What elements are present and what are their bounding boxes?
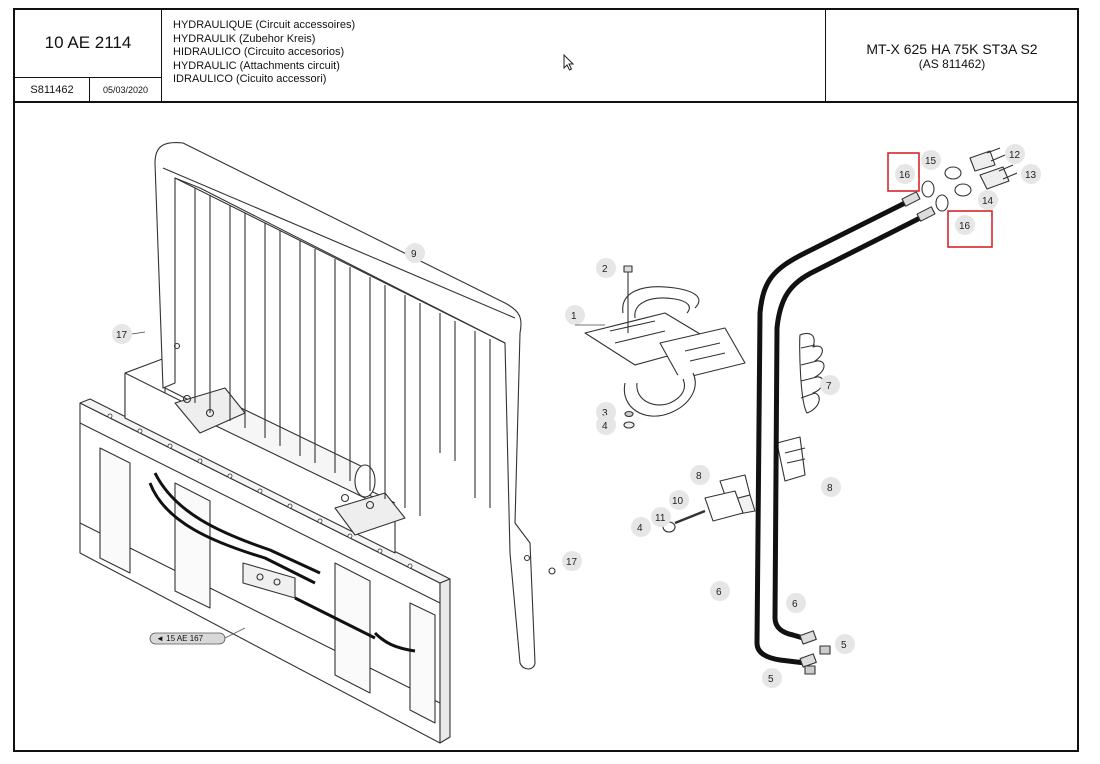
part-label-15: 15	[921, 150, 941, 170]
part-label-16a: 16	[887, 152, 920, 192]
svg-text:8: 8	[827, 483, 833, 494]
svg-text:10: 10	[672, 496, 684, 507]
svg-text:5: 5	[768, 674, 774, 685]
title-es: HIDRAULICO (Circuito accesorios)	[173, 46, 345, 58]
part-label-16b: 16	[947, 210, 993, 248]
hose-clamp-assembly	[584, 265, 746, 429]
reference-sub-row: S811462 05/03/2020	[15, 77, 161, 102]
parts-sheet: 10 AE 2114 S811462 05/03/2020 HYDRAULIQU…	[13, 8, 1079, 752]
hose-support-parts	[548, 436, 806, 575]
model-serial-range: (AS 811462)	[918, 56, 986, 71]
load-guard-frame	[154, 141, 536, 670]
part-label-11: 11	[651, 507, 671, 527]
svg-text:14: 14	[982, 196, 994, 207]
reference-code: 10 AE 2114	[44, 33, 132, 52]
part-label-2: 2	[596, 258, 616, 278]
part-labels: 1 2 3 4 4 5 5 6 6 7 8 8 9 10 11 12 13 14…	[112, 144, 1041, 688]
part-label-1: 1	[565, 305, 605, 326]
part-label-9: 9	[405, 243, 425, 263]
svg-text:16: 16	[899, 170, 911, 181]
exploded-parts-drawing: 1 2 3 4 4 5 5 6 6 7 8 8 9 10 11 12 13 14…	[79, 141, 1041, 744]
svg-text:2: 2	[602, 264, 608, 275]
svg-text:16: 16	[959, 221, 971, 232]
revision-date: 05/03/2020	[102, 85, 149, 95]
mouse-pointer-icon	[563, 54, 575, 71]
part-label-8a: 8	[690, 465, 710, 485]
part-label-12: 12	[1005, 144, 1025, 164]
model-box: MT-X 625 HA 75K ST3A S2 (AS 811462)	[825, 10, 1078, 101]
svg-text:7: 7	[826, 381, 832, 392]
part-label-7: 7	[820, 375, 840, 395]
svg-text:◄ 15 AE 167: ◄ 15 AE 167	[156, 634, 204, 643]
hydraulic-hoses	[754, 191, 936, 675]
svg-text:6: 6	[792, 599, 798, 610]
part-label-10: 10	[669, 490, 689, 510]
title-fr: HYDRAULIQUE (Circuit accessoires)	[173, 19, 356, 31]
cross-reference-tag[interactable]: ◄ 15 AE 167	[149, 627, 246, 645]
part-label-17b: 17	[562, 551, 582, 571]
svg-text:8: 8	[696, 471, 702, 482]
part-label-5a: 5	[835, 634, 855, 654]
part-label-14: 14	[978, 190, 998, 210]
reference-box: 10 AE 2114 S811462 05/03/2020	[15, 10, 162, 102]
quick-couplers	[921, 147, 1018, 212]
model-name: MT-X 625 HA 75K ST3A S2	[866, 40, 1038, 57]
part-label-6b: 6	[786, 593, 806, 613]
part-label-13: 13	[1021, 164, 1041, 184]
fork-carriage	[79, 357, 451, 744]
svg-text:9: 9	[411, 249, 417, 260]
part-label-17a: 17	[112, 324, 146, 344]
spiral-hose-guard	[799, 332, 825, 414]
svg-text:15: 15	[925, 156, 937, 167]
svg-text:3: 3	[602, 408, 608, 419]
svg-text:13: 13	[1025, 170, 1037, 181]
svg-text:11: 11	[655, 513, 666, 524]
part-label-8b: 8	[821, 477, 841, 497]
part-label-4a: 4	[596, 415, 616, 435]
sheet-header: 10 AE 2114 S811462 05/03/2020 HYDRAULIQU…	[15, 10, 1077, 103]
section-titles: HYDRAULIQUE (Circuit accessoires) HYDRAU…	[173, 19, 773, 87]
guard-bars	[194, 188, 491, 516]
part-label-6a: 6	[710, 581, 730, 601]
svg-text:17: 17	[566, 557, 578, 568]
title-en: HYDRAULIC (Attachments circuit)	[173, 59, 340, 72]
serial-number: S811462	[15, 78, 90, 102]
svg-text:4: 4	[602, 421, 608, 432]
svg-text:1: 1	[571, 311, 577, 322]
title-it: IDRAULICO (Cicuito accessori)	[173, 73, 327, 85]
title-de: HYDRAULIK (Zubehor Kreis)	[173, 32, 316, 45]
part-label-5b: 5	[762, 668, 782, 688]
svg-text:4: 4	[637, 523, 643, 534]
svg-text:17: 17	[116, 330, 128, 341]
svg-text:5: 5	[841, 640, 847, 651]
svg-text:6: 6	[716, 587, 722, 598]
svg-text:12: 12	[1009, 150, 1021, 161]
part-label-4b: 4	[631, 517, 651, 537]
